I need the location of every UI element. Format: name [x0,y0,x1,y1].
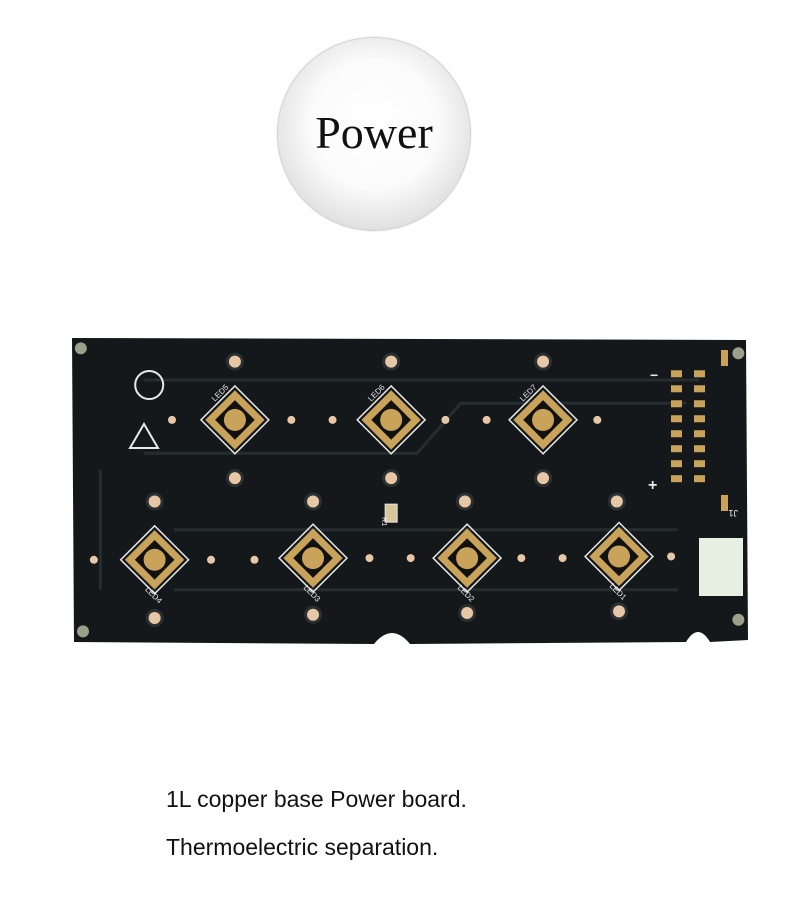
led-thermal-pad [302,547,325,570]
logo-label [699,538,743,596]
mounting-hole [74,342,87,355]
connector-pad [671,475,682,483]
connector-pad [671,400,682,408]
small-pad [441,415,450,424]
plus-sign: + [648,477,657,494]
via-pad [228,355,241,368]
caption-line-1: 1L copper base Power board. [166,786,467,812]
via-pad [385,472,398,485]
led-silk-outline [584,521,655,592]
minus-sign: − [650,367,658,383]
led-thermal-pad [608,545,631,568]
connector-pad [671,370,682,378]
connector-pad [671,430,682,438]
small-pad [167,415,176,424]
connector-pad [694,445,705,453]
connector-pad [671,460,682,468]
no-symbol-icon [134,370,165,400]
led-thermal-pad [380,408,403,431]
led-silk-outline [278,523,349,594]
mounting-hole [732,347,745,360]
led-thermal-pad [456,547,479,570]
connector-pad [694,370,705,378]
connector-tab [721,495,728,511]
led-silk-outline [432,523,503,594]
connector-pad [694,475,705,483]
connector-pad [694,415,705,423]
small-pad [482,415,491,424]
copper-trace [143,401,687,455]
connector-pad [694,400,705,408]
small-pad [517,554,526,563]
connector-pad [671,445,682,453]
via-pad [307,608,320,621]
via-pad [228,472,241,485]
via-pad [148,612,161,625]
connector-pad [671,415,682,423]
small-pad [667,552,676,561]
led-thermal-pad [143,548,166,571]
connector-label: J1 [728,508,738,518]
small-pad [406,554,415,563]
esd-warning-icon [128,422,160,449]
resistor-label: R1 [380,517,387,526]
led-silk-outline [356,384,427,455]
led-thermal-pad [532,408,555,431]
small-pad [593,415,602,424]
small-pad [365,554,374,563]
via-pad [458,495,471,508]
connector-pad [671,385,682,393]
led-silk-outline [199,384,270,455]
led-silk-outline [119,524,190,595]
via-pad [307,495,320,508]
small-pad [207,555,216,564]
via-pad [610,495,623,508]
small-pad [328,415,337,424]
led-silk-outline [508,384,579,455]
via-pad [461,607,474,620]
connector-tab [721,350,728,366]
connector-pad [694,460,705,468]
resistor [384,503,398,523]
via-pad [537,472,550,485]
small-pad [89,555,98,564]
via-pad [537,355,550,368]
via-pad [613,605,626,618]
small-pad [558,554,567,563]
connector-pad [694,385,705,393]
connector-pad [694,430,705,438]
led-thermal-pad [223,408,246,431]
badge-label: Power [315,107,433,158]
via-pad [385,355,398,368]
mounting-hole [732,613,745,626]
mounting-hole [77,625,90,638]
caption-line-2: Thermoelectric separation. [166,834,439,860]
via-pad [148,495,161,508]
power-badge: Power [278,38,470,230]
small-pad [287,415,296,424]
board-outline [72,338,748,644]
small-pad [250,555,259,564]
